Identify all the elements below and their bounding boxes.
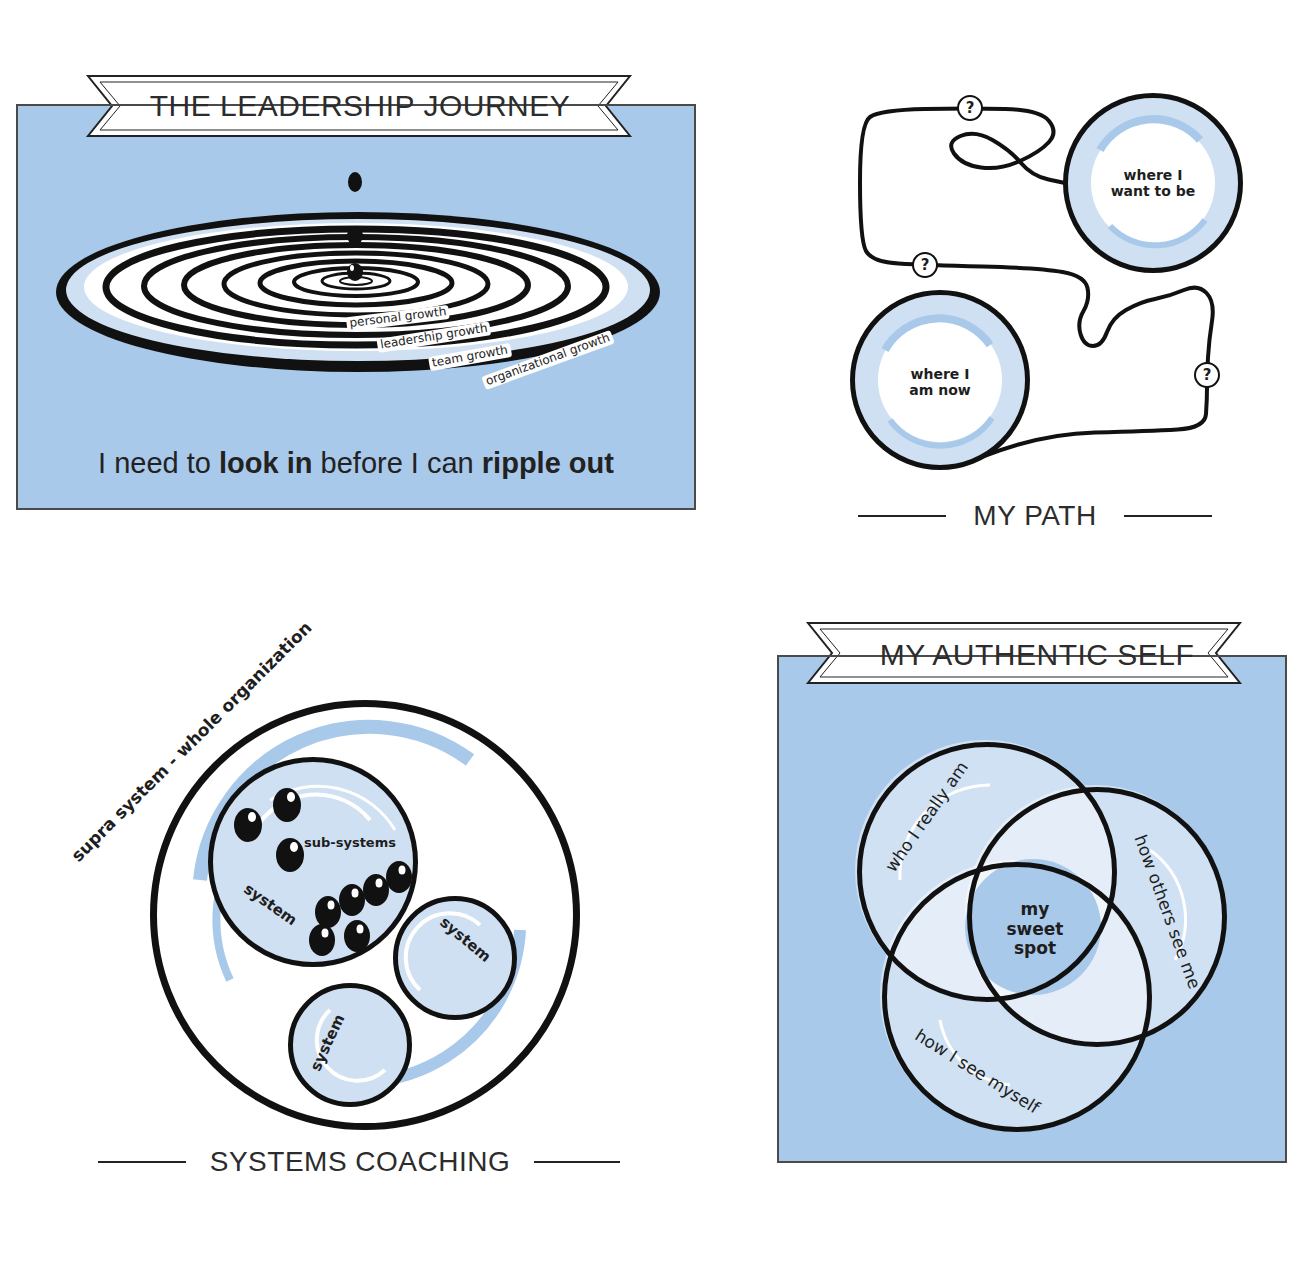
winding-path: [860, 109, 1213, 457]
system-circle: system: [393, 896, 517, 1020]
circle-outline: [208, 757, 418, 967]
caption: SYSTEMS COACHING: [210, 1146, 510, 1178]
supra-system-circle: supra system - whole organizationsub-sys…: [150, 700, 580, 1130]
venn-circle: how I see myself: [882, 862, 1152, 1132]
system-circle: system: [288, 983, 412, 1107]
circle-outline: [288, 983, 412, 1107]
sweet-spot: my sweet spot: [967, 861, 1103, 997]
circle-outline: [393, 896, 517, 1020]
banner-title: THE LEADERSHIP JOURNEY: [150, 89, 571, 124]
venn-circle: who I really am: [857, 742, 1117, 1002]
venn-label: who I really am: [882, 758, 973, 876]
panel: MY AUTHENTIC SELFwho I really amhow othe…: [777, 655, 1287, 1163]
arc-label: supra system - whole organization: [68, 618, 316, 866]
circle-outline: [967, 787, 1227, 1047]
banner-title: MY AUTHENTIC SELF: [880, 638, 1195, 673]
question-mark: ?: [957, 95, 983, 121]
venn-circle: how others see me: [967, 787, 1227, 1047]
system-label: system: [307, 1012, 348, 1074]
sub-label: sub-systems: [304, 836, 396, 851]
question-mark: ?: [912, 252, 938, 278]
question-mark: ?: [1194, 362, 1220, 388]
system-label: system: [240, 881, 300, 930]
tagline-part: I need to: [98, 447, 211, 480]
tagline: I need tolook in before I canripple out: [16, 447, 696, 480]
caption: MY PATH: [973, 500, 1096, 532]
tagline-part: before I can: [321, 447, 474, 480]
tagline-part: look in: [219, 447, 312, 480]
circle-outline: [150, 700, 580, 1130]
circle-label: where I am now: [897, 366, 983, 398]
sweet-spot-label: my sweet spot: [997, 900, 1073, 959]
goal-circle: where I want to be: [1063, 93, 1243, 273]
venn-label: how I see myself: [911, 1026, 1042, 1118]
venn-label: how others see me: [1130, 832, 1204, 991]
tagline-part: ripple out: [482, 447, 614, 480]
system-label: system: [436, 914, 494, 966]
system-circle: sub-systems system: [208, 757, 418, 967]
start-circle: where I am now: [850, 290, 1030, 470]
circle-label: where I want to be: [1103, 167, 1203, 199]
